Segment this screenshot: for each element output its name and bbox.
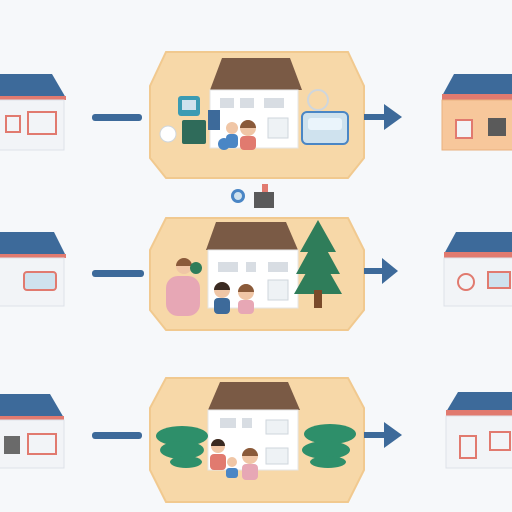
small-icons <box>231 184 274 208</box>
row-1 <box>0 52 512 178</box>
right-house-icon <box>442 74 512 150</box>
left-house-icon <box>0 232 66 306</box>
center-panel <box>150 378 364 502</box>
center-panel <box>150 218 364 330</box>
center-house-icon <box>210 58 302 148</box>
right-house-icon <box>446 392 512 468</box>
row-3 <box>0 378 512 502</box>
connector-dash <box>92 432 142 439</box>
arrow-right-icon <box>364 258 398 284</box>
left-house-icon <box>0 74 66 150</box>
left-house-icon <box>0 394 64 468</box>
connector-dash <box>92 270 144 277</box>
arrow-right-icon <box>364 422 402 448</box>
row-2 <box>0 218 512 330</box>
arrow-right-icon <box>364 104 402 130</box>
center-panel <box>150 52 364 178</box>
right-house-icon <box>444 232 512 306</box>
connector-dash <box>92 114 142 121</box>
